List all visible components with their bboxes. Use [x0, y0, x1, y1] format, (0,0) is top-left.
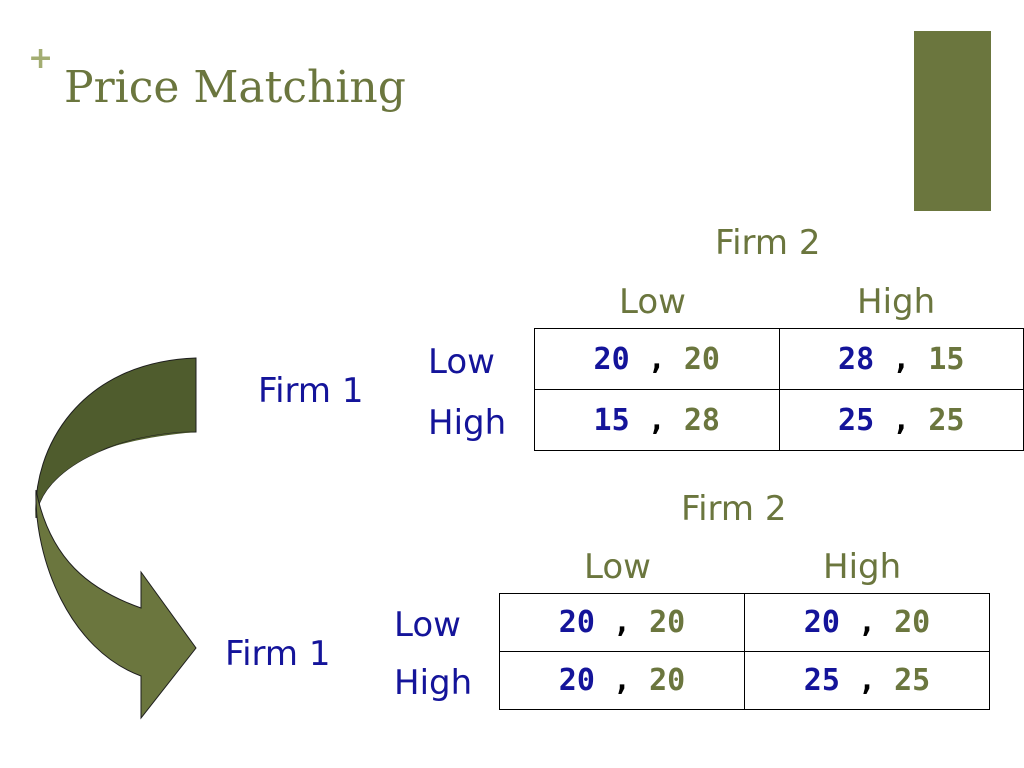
payoff-cell: 20 , 20 — [499, 651, 745, 710]
accent-bar — [914, 31, 991, 211]
payoff-cell: 20 , 20 — [534, 328, 780, 390]
firm2-payoff: 20 — [649, 605, 686, 640]
slide-title: Price Matching — [64, 62, 406, 113]
firm1-payoff: 20 — [558, 663, 595, 698]
table-row: 20 , 20 28 , 15 — [534, 328, 1024, 390]
game1-row-label-low: Low — [428, 342, 495, 382]
game2-column-label-low: Low — [584, 547, 651, 587]
game1-payoff-table: 20 , 20 28 , 15 15 , 28 25 , 25 — [534, 328, 1024, 451]
game1-row-label-high: High — [428, 403, 507, 443]
table-row: 20 , 20 20 , 20 — [499, 593, 990, 652]
firm2-payoff: 28 — [683, 402, 720, 438]
payoff-cell: 20 , 20 — [499, 593, 745, 652]
payoff-cell: 25 , 25 — [744, 651, 990, 710]
firm1-payoff: 20 — [558, 605, 595, 640]
game2-column-player: Firm 2 — [681, 489, 787, 529]
payoff-separator: , — [629, 402, 684, 438]
firm1-payoff: 20 — [593, 341, 630, 377]
payoff-separator: , — [839, 663, 895, 698]
game1-row-player: Firm 1 — [258, 371, 364, 411]
payoff-separator: , — [839, 605, 895, 640]
game1-column-label-high: High — [857, 282, 936, 322]
firm1-payoff: 28 — [838, 341, 875, 377]
game1-column-player: Firm 2 — [715, 223, 821, 263]
firm2-payoff: 20 — [894, 605, 931, 640]
curved-arrow-icon — [35, 357, 197, 720]
firm2-payoff: 25 — [894, 663, 931, 698]
firm1-payoff: 20 — [803, 605, 840, 640]
payoff-separator: , — [594, 663, 650, 698]
firm2-payoff: 15 — [928, 341, 965, 377]
game2-row-label-high: High — [394, 663, 473, 703]
payoff-cell: 15 , 28 — [534, 389, 780, 451]
payoff-cell: 28 , 15 — [778, 328, 1024, 390]
game2-payoff-table: 20 , 20 20 , 20 20 , 20 25 , 25 — [499, 593, 990, 710]
table-row: 15 , 28 25 , 25 — [534, 389, 1024, 451]
firm2-payoff: 25 — [928, 402, 965, 438]
arrow-upper-band — [35, 357, 197, 519]
game2-row-player: Firm 1 — [225, 634, 331, 674]
arrow-head-body — [35, 489, 197, 720]
firm2-payoff: 20 — [649, 663, 686, 698]
firm1-payoff: 25 — [803, 663, 840, 698]
firm1-payoff: 15 — [593, 402, 630, 438]
payoff-cell: 25 , 25 — [778, 389, 1024, 451]
game2-column-label-high: High — [823, 547, 902, 587]
firm1-payoff: 25 — [838, 402, 875, 438]
payoff-separator: , — [874, 341, 929, 377]
payoff-separator: , — [629, 341, 684, 377]
payoff-cell: 20 , 20 — [744, 593, 990, 652]
bullet-plus-icon: + — [28, 41, 54, 76]
firm2-payoff: 20 — [683, 341, 720, 377]
game1-column-label-low: Low — [619, 282, 686, 322]
game2-row-label-low: Low — [394, 605, 461, 645]
table-row: 20 , 20 25 , 25 — [499, 651, 990, 710]
payoff-separator: , — [874, 402, 929, 438]
payoff-separator: , — [594, 605, 650, 640]
